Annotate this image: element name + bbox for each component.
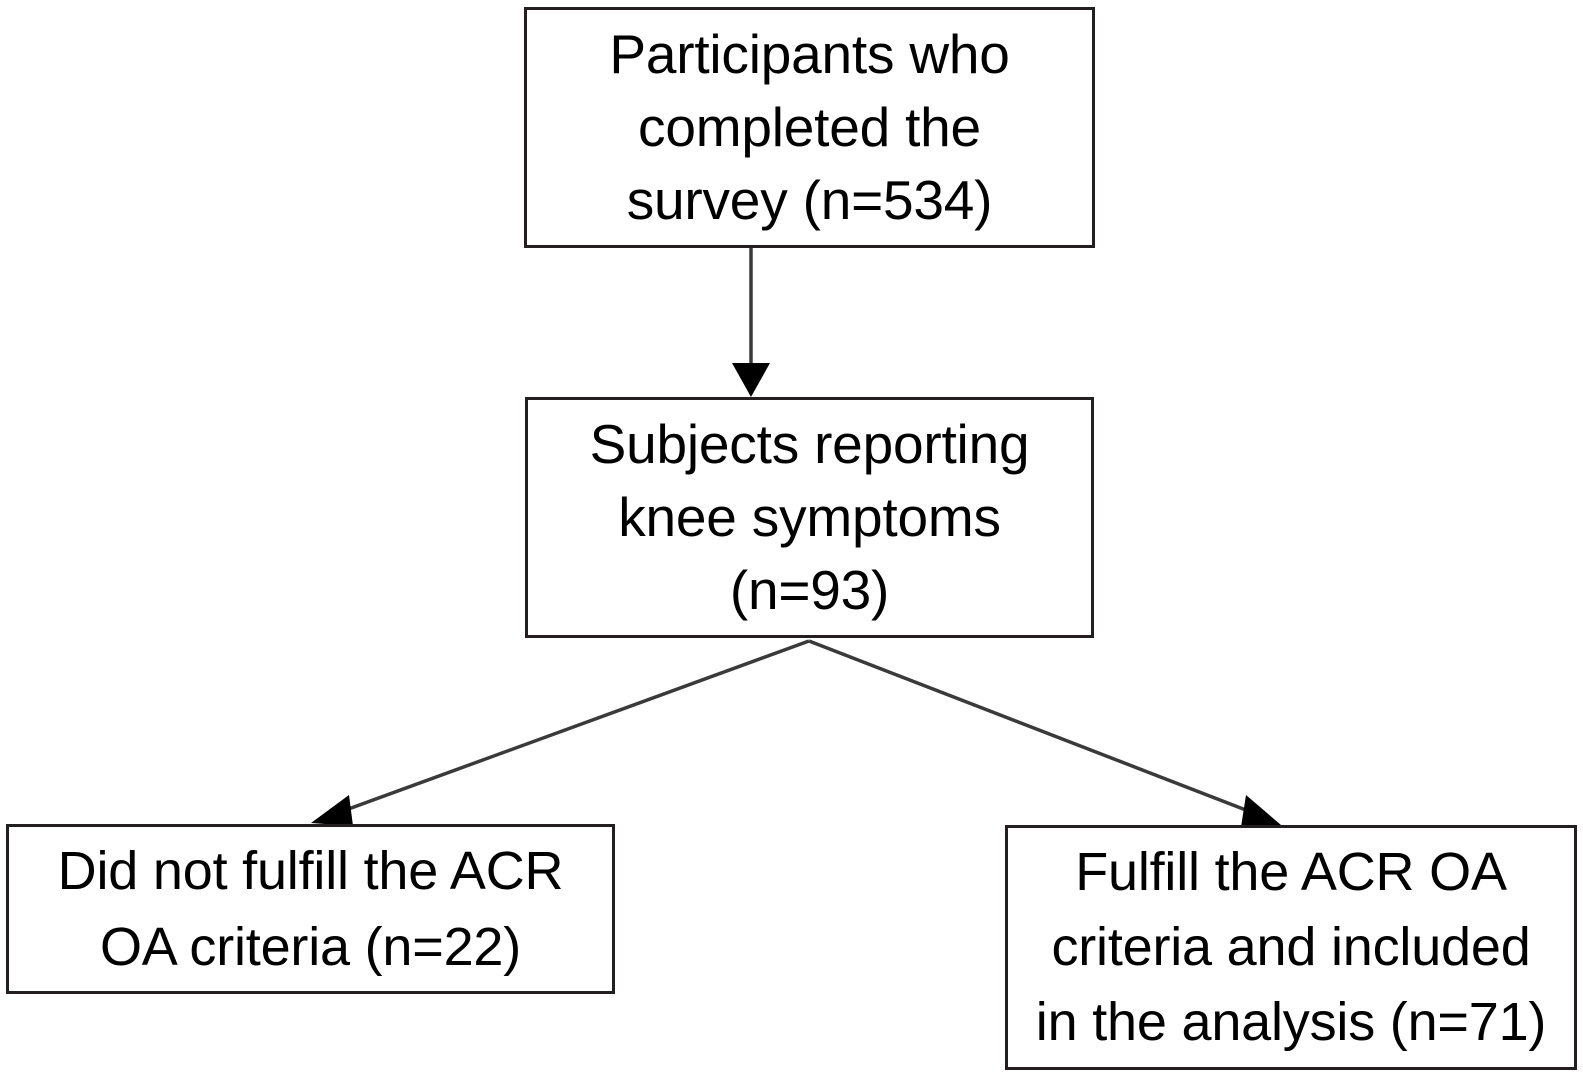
arrow-symptoms-to-fulfill: [808, 639, 1281, 827]
node-fulfill-criteria-included-label: Fulfill the ACR OA criteria and included…: [1035, 842, 1547, 1052]
arrow-symptoms-to-not-fulfill: [311, 639, 810, 826]
node-knee-symptoms-label: Subjects reporting knee symptoms (n=93): [589, 413, 1030, 621]
node-did-not-fulfill-criteria: Did not fulfill the ACR OA criteria (n=2…: [6, 824, 615, 994]
arrowhead-down-left: [311, 795, 353, 826]
node-completed-survey-label: Participants who completed the survey (n…: [609, 23, 1010, 231]
arrowhead-down-center: [732, 363, 770, 397]
node-did-not-fulfill-criteria-label: Did not fulfill the ACR OA criteria (n=2…: [57, 841, 564, 977]
arrow-shaft-right-diagonal: [808, 639, 1252, 814]
arrow-survey-to-symptoms: [732, 248, 770, 397]
arrowhead-down-right: [1241, 795, 1281, 827]
node-completed-survey: Participants who completed the survey (n…: [524, 7, 1095, 248]
node-knee-symptoms: Subjects reporting knee symptoms (n=93): [525, 397, 1094, 638]
node-fulfill-criteria-included: Fulfill the ACR OA criteria and included…: [1005, 825, 1577, 1070]
arrow-shaft-left-diagonal: [342, 639, 810, 813]
